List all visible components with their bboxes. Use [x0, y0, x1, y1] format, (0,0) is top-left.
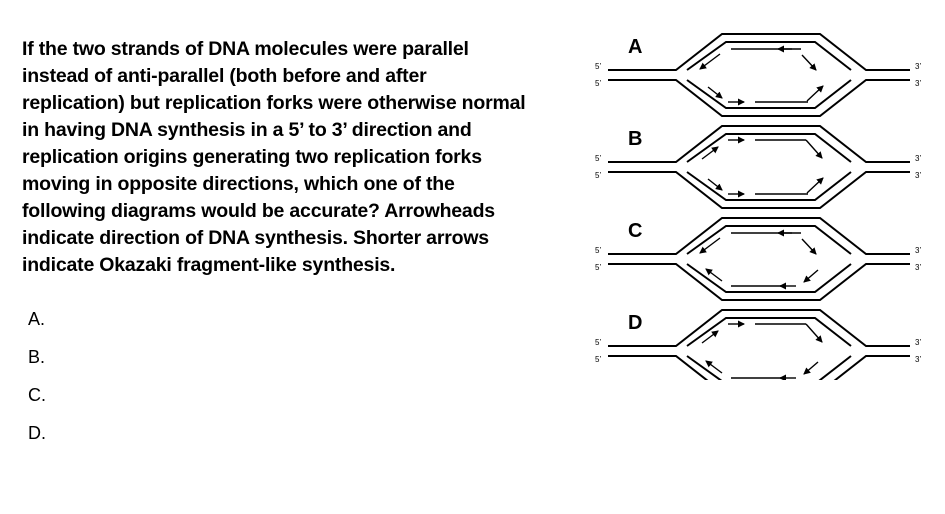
question-line: moving in opposite directions, which one… [22, 173, 455, 195]
diagram-d: D 5’ 5’ 3’ 3’ [595, 309, 921, 380]
question-line: indicate direction of DNA synthesis. Sho… [22, 227, 489, 249]
diagram-letter: B [628, 128, 642, 150]
strand-label-5prime-bottom: 5’ [595, 355, 601, 364]
strand-label-3prime-bottom: 3’ [915, 171, 921, 180]
strand-label-5prime-top: 5’ [595, 154, 601, 163]
synthesis-arrows [701, 320, 823, 380]
diagram-a: A 5’ 5’ 3’ 3’ [595, 33, 921, 117]
strand-label-5prime-top: 5’ [595, 338, 601, 347]
question-text: If the two strands of DNA molecules were… [22, 36, 582, 279]
strand-label-5prime-bottom: 5’ [595, 79, 601, 88]
strand-label-5prime-top: 5’ [595, 246, 601, 255]
question-line: indicate Okazaki fragment-like synthesis… [22, 254, 396, 276]
diagram-letter: A [628, 36, 642, 58]
strand-label-3prime-bottom: 3’ [915, 263, 921, 272]
option-c[interactable]: C. [28, 385, 46, 405]
diagram-letter: C [628, 220, 642, 242]
synthesis-arrows [701, 136, 824, 198]
strand-label-3prime-bottom: 3’ [915, 79, 921, 88]
diagram-c: C 5’ 5’ 3’ 3’ [595, 217, 921, 301]
strand-label-3prime-bottom: 3’ [915, 355, 921, 364]
synthesis-arrows [699, 45, 824, 106]
dna-strands [608, 309, 910, 380]
option-b[interactable]: B. [28, 347, 46, 367]
strand-label-3prime-top: 3’ [915, 338, 921, 347]
answer-options: A. B. C. D. [28, 300, 46, 452]
strand-label-5prime-bottom: 5’ [595, 263, 601, 272]
question-line: instead of anti-parallel (both before an… [22, 65, 427, 87]
strand-label-5prime-bottom: 5’ [595, 171, 601, 180]
strand-label-3prime-top: 3’ [915, 246, 921, 255]
synthesis-arrows [699, 229, 819, 290]
question-line: in having DNA synthesis in a 5’ to 3’ di… [22, 119, 472, 141]
strand-label-5prime-top: 5’ [595, 62, 601, 71]
option-d[interactable]: D. [28, 423, 46, 443]
diagram-letter: D [628, 312, 642, 334]
question-line: replication origins generating two repli… [22, 146, 482, 168]
dna-strands [608, 33, 910, 117]
dna-strands [608, 217, 910, 301]
diagram-b: B 5’ 5’ 3’ 3’ [595, 125, 921, 209]
question-line: If the two strands of DNA molecules were… [22, 38, 469, 60]
question-line: following diagrams would be accurate? Ar… [22, 200, 495, 222]
strand-label-3prime-top: 3’ [915, 154, 921, 163]
question-line: replication) but replication forks were … [22, 92, 526, 114]
option-a[interactable]: A. [28, 309, 46, 329]
strand-label-3prime-top: 3’ [915, 62, 921, 71]
replication-fork-diagrams: A 5’ 5’ 3’ 3’ B 5’ 5’ 3’ 3’ [595, 33, 921, 380]
dna-strands [608, 125, 910, 209]
